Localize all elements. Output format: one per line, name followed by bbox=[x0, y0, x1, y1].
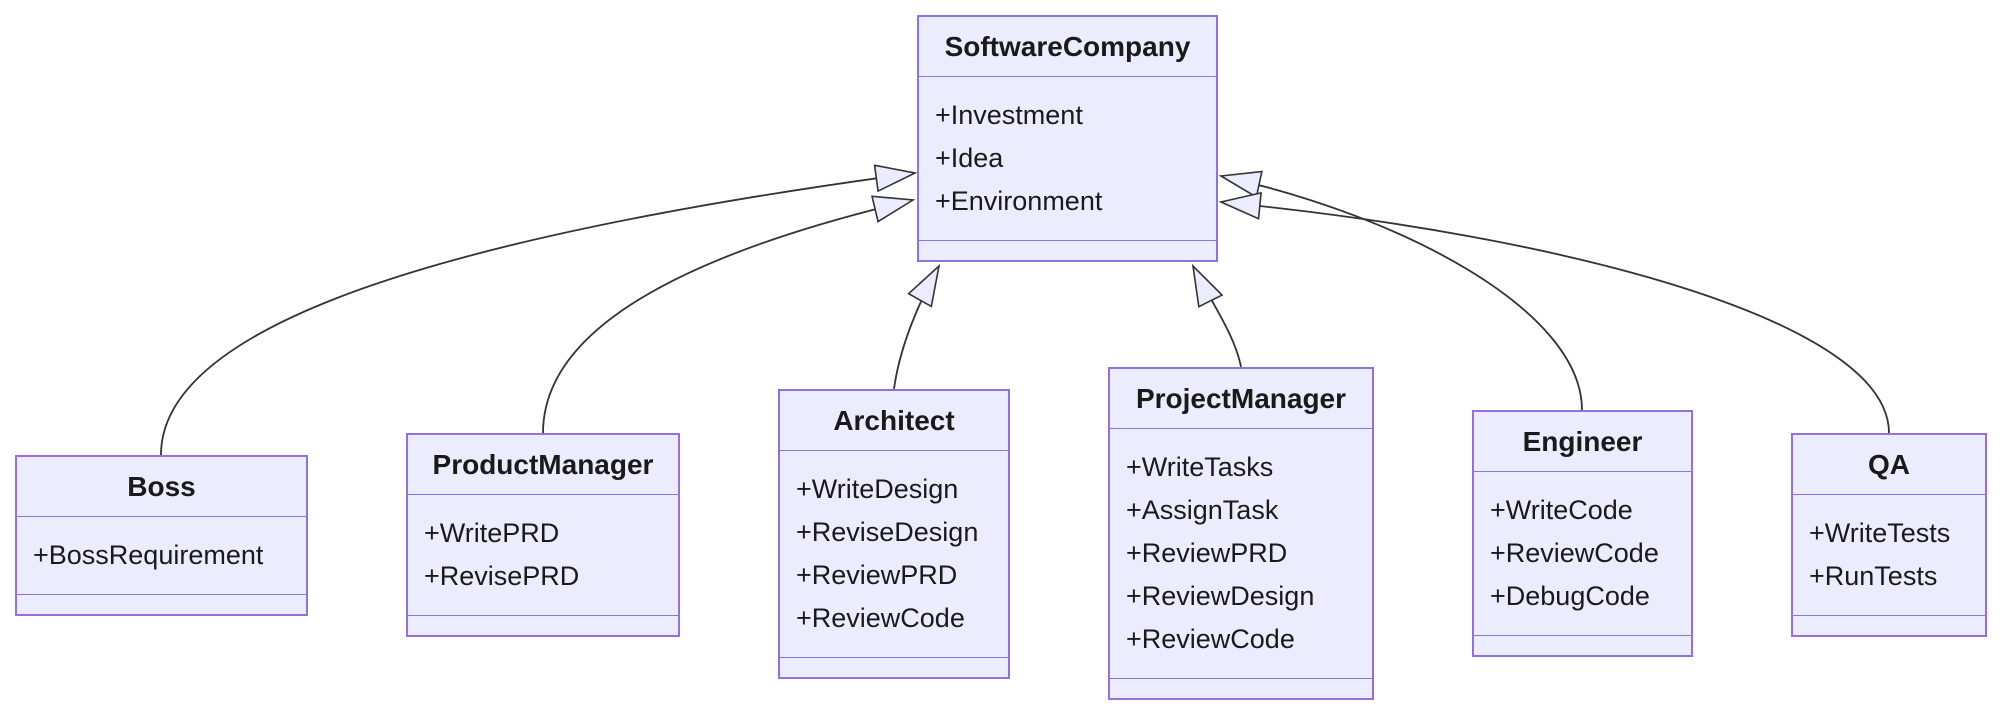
class-member: +ReviewDesign bbox=[1126, 581, 1315, 611]
class-member: +AssignTask bbox=[1126, 495, 1279, 525]
class-title: QA bbox=[1793, 435, 1985, 495]
class-member: +WriteTasks bbox=[1126, 452, 1274, 482]
class-member: +BossRequirement bbox=[33, 540, 264, 570]
class-title: ProjectManager bbox=[1110, 369, 1372, 429]
class-empty-compartment bbox=[408, 616, 678, 635]
class-members: +Investment +Idea +Environment bbox=[919, 77, 1216, 241]
class-box-softwarecompany: SoftwareCompany +Investment +Idea +Envir… bbox=[917, 15, 1218, 262]
class-member: +DebugCode bbox=[1490, 581, 1650, 611]
class-empty-compartment bbox=[1474, 636, 1691, 655]
class-member: +ReviewCode bbox=[1490, 538, 1659, 568]
class-box-projectmanager: ProjectManager +WriteTasks +AssignTask +… bbox=[1108, 367, 1374, 700]
class-member: +ReviseDesign bbox=[796, 517, 979, 547]
class-member: +WritePRD bbox=[424, 518, 560, 548]
class-member: +WriteTests bbox=[1809, 518, 1951, 548]
class-title: SoftwareCompany bbox=[919, 17, 1216, 77]
class-member: +ReviewPRD bbox=[1126, 538, 1288, 568]
class-box-architect: Architect +WriteDesign +ReviseDesign +Re… bbox=[778, 389, 1010, 679]
class-box-boss: Boss +BossRequirement bbox=[15, 455, 308, 616]
class-empty-compartment bbox=[780, 658, 1008, 677]
class-box-productmanager: ProductManager +WritePRD +RevisePRD bbox=[406, 433, 680, 637]
edge-architect-extends-softwarecompany bbox=[893, 266, 939, 390]
class-member: +RunTests bbox=[1809, 561, 1938, 591]
class-empty-compartment bbox=[1793, 616, 1985, 635]
class-members: +WriteCode +ReviewCode +DebugCode bbox=[1474, 472, 1691, 636]
class-title: Architect bbox=[780, 391, 1008, 451]
class-box-engineer: Engineer +WriteCode +ReviewCode +DebugCo… bbox=[1472, 410, 1693, 657]
class-member: +RevisePRD bbox=[424, 561, 580, 591]
class-member: +ReviewPRD bbox=[796, 560, 958, 590]
edge-projectmanager-extends-softwarecompany bbox=[1193, 266, 1242, 368]
class-member: +WriteCode bbox=[1490, 495, 1633, 525]
class-title: Boss bbox=[17, 457, 306, 517]
class-empty-compartment bbox=[919, 241, 1216, 260]
class-member: +ReviewCode bbox=[1126, 624, 1295, 654]
class-members: +BossRequirement bbox=[17, 517, 306, 595]
class-empty-compartment bbox=[17, 595, 306, 614]
class-empty-compartment bbox=[1110, 679, 1372, 698]
class-members: +WriteTests +RunTests bbox=[1793, 495, 1985, 616]
class-member: +Environment bbox=[935, 186, 1103, 216]
class-member: +Idea bbox=[935, 143, 1004, 173]
class-members: +WritePRD +RevisePRD bbox=[408, 495, 678, 616]
class-box-qa: QA +WriteTests +RunTests bbox=[1791, 433, 1987, 637]
class-title: ProductManager bbox=[408, 435, 678, 495]
class-member: +ReviewCode bbox=[796, 603, 965, 633]
class-member: +Investment bbox=[935, 100, 1083, 130]
class-members: +WriteTasks +AssignTask +ReviewPRD +Revi… bbox=[1110, 429, 1372, 679]
class-member: +WriteDesign bbox=[796, 474, 959, 504]
class-members: +WriteDesign +ReviseDesign +ReviewPRD +R… bbox=[780, 451, 1008, 658]
class-title: Engineer bbox=[1474, 412, 1691, 472]
